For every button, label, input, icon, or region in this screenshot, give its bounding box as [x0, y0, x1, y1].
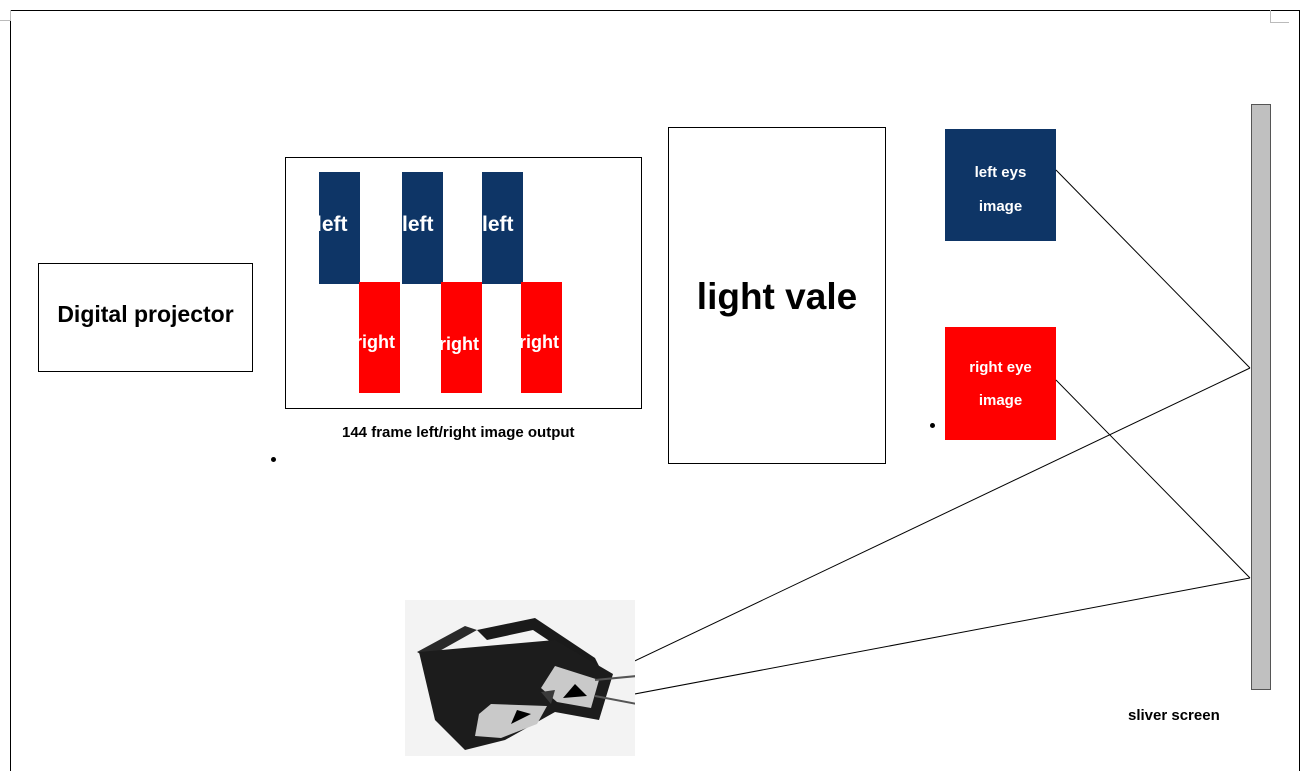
right-eye-image-box: right eye image — [945, 327, 1056, 440]
3d-glasses-icon — [417, 618, 638, 750]
corner-mark-top-right — [1270, 10, 1289, 23]
glasses-photo — [405, 600, 638, 756]
stray-dot — [930, 423, 935, 428]
left-frame-tile: left — [402, 172, 443, 284]
left-eye-label-line1: left eys — [974, 164, 1027, 181]
silver-screen-bar — [1251, 104, 1271, 690]
right-eye-label-line1: right eye — [969, 359, 1032, 376]
right-frame-tile: right — [441, 282, 482, 393]
right-eye-label-line2: image — [978, 392, 1023, 409]
frame-sequence-caption: 144 frame left/right image output — [342, 424, 575, 441]
right-frame-tile: right — [521, 282, 562, 393]
left-frame-label: left — [319, 213, 348, 236]
right-frame-label: right — [359, 332, 395, 352]
left-frame-tile: left — [482, 172, 523, 284]
projector-label: Digital projector — [57, 301, 234, 327]
left-eye-image-box: left eys image — [945, 129, 1056, 241]
left-frame-label: left — [482, 213, 514, 236]
silver-screen-label: sliver screen — [1128, 707, 1220, 724]
left-frame-tile: left — [319, 172, 360, 284]
projector-box: Digital projector — [38, 263, 253, 372]
corner-mark-top-left — [0, 10, 11, 21]
left-eye-label-line2: image — [978, 198, 1023, 215]
page-frame — [10, 10, 1300, 771]
right-frame-tile: right — [359, 282, 400, 393]
light-valve-box: light vale — [668, 127, 886, 464]
light-valve-label: light vale — [696, 276, 858, 317]
frame-sequence-box: left left left right right right — [285, 157, 642, 409]
right-frame-label: right — [441, 334, 479, 354]
left-frame-label: left — [402, 213, 434, 236]
right-frame-label: right — [521, 332, 559, 352]
stray-dot — [271, 457, 276, 462]
